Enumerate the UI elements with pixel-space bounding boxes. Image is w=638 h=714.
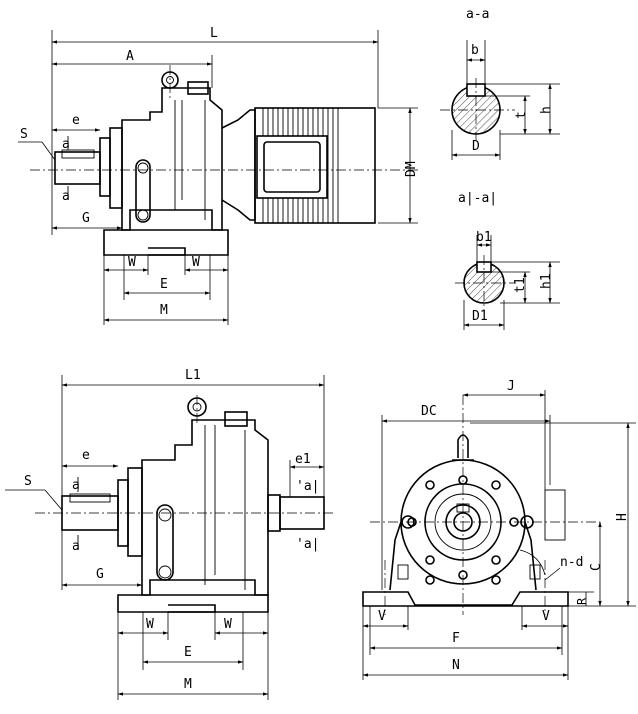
- section-a1a1: a|-a| b1 t1 h1 D1: [455, 191, 560, 330]
- label-S-bottom: S: [24, 474, 32, 489]
- label-a-bottom-top: a: [72, 478, 80, 493]
- label-L: L: [210, 26, 218, 41]
- label-a-top: a: [62, 137, 70, 152]
- label-D1: D1: [472, 309, 488, 324]
- label-M-top: M: [160, 303, 168, 318]
- label-V-right: V: [542, 609, 550, 624]
- label-J: J: [507, 379, 515, 394]
- label-W-right-bottom: W: [224, 617, 232, 632]
- label-DM: DM: [404, 161, 419, 177]
- label-W-left-bottom: W: [146, 617, 154, 632]
- label-section-a1a1: a|-a|: [458, 191, 497, 206]
- top-side-view: L A e S a a G DM W W E M: [18, 26, 420, 325]
- reducer-housing-2: [141, 419, 269, 596]
- base-plate: [103, 229, 229, 256]
- label-e1: e1: [295, 452, 311, 467]
- label-t: t: [514, 111, 529, 119]
- label-b: b: [471, 43, 479, 58]
- label-a1-top: 'a|: [296, 479, 319, 494]
- label-a-bottom: a: [62, 189, 70, 204]
- label-F: F: [452, 631, 460, 646]
- label-G: G: [82, 211, 90, 226]
- label-E-top: E: [160, 277, 168, 292]
- label-E-bottom: E: [184, 645, 192, 660]
- label-e-bottom: e: [82, 448, 90, 463]
- label-H: H: [615, 513, 630, 521]
- shaft-key: [61, 149, 95, 159]
- label-DC: DC: [421, 404, 437, 419]
- label-N: N: [452, 658, 460, 673]
- label-V-left: V: [378, 609, 386, 624]
- terminal-box: [256, 135, 328, 199]
- rib-slot: [135, 159, 151, 223]
- label-t1: t1: [513, 277, 528, 293]
- label-R: R: [575, 597, 589, 605]
- label-e: e: [72, 113, 80, 128]
- label-L1: L1: [185, 368, 201, 383]
- label-W-left-top: W: [128, 255, 136, 270]
- label-a-bottom-low: a: [72, 539, 80, 554]
- label-D: D: [472, 139, 480, 154]
- label-G-bottom: G: [96, 567, 104, 582]
- motor: [254, 107, 376, 224]
- label-b1: b1: [476, 230, 492, 245]
- label-h1: h1: [539, 273, 554, 289]
- label-M-bottom: M: [184, 677, 192, 692]
- label-S: S: [20, 127, 28, 142]
- double-shaft-view: L1 e S a a G e1 'a| 'a| W W E M: [5, 368, 335, 700]
- motor-adapter: [221, 109, 256, 221]
- label-W-right-top: W: [192, 255, 200, 270]
- label-section-aa: a-a: [466, 7, 489, 22]
- base-plate-2: [117, 594, 269, 613]
- label-A: A: [126, 49, 134, 64]
- front-view: J DC H C R n-d V V F N: [362, 379, 636, 680]
- label-nd: n-d: [560, 555, 583, 570]
- section-aa: a-a b t h D: [440, 7, 560, 160]
- label-a1-bottom: 'a|: [296, 537, 319, 552]
- base-front: [362, 591, 569, 607]
- label-h: h: [539, 106, 554, 114]
- label-C: C: [589, 563, 604, 571]
- reducer-housing: [121, 87, 223, 231]
